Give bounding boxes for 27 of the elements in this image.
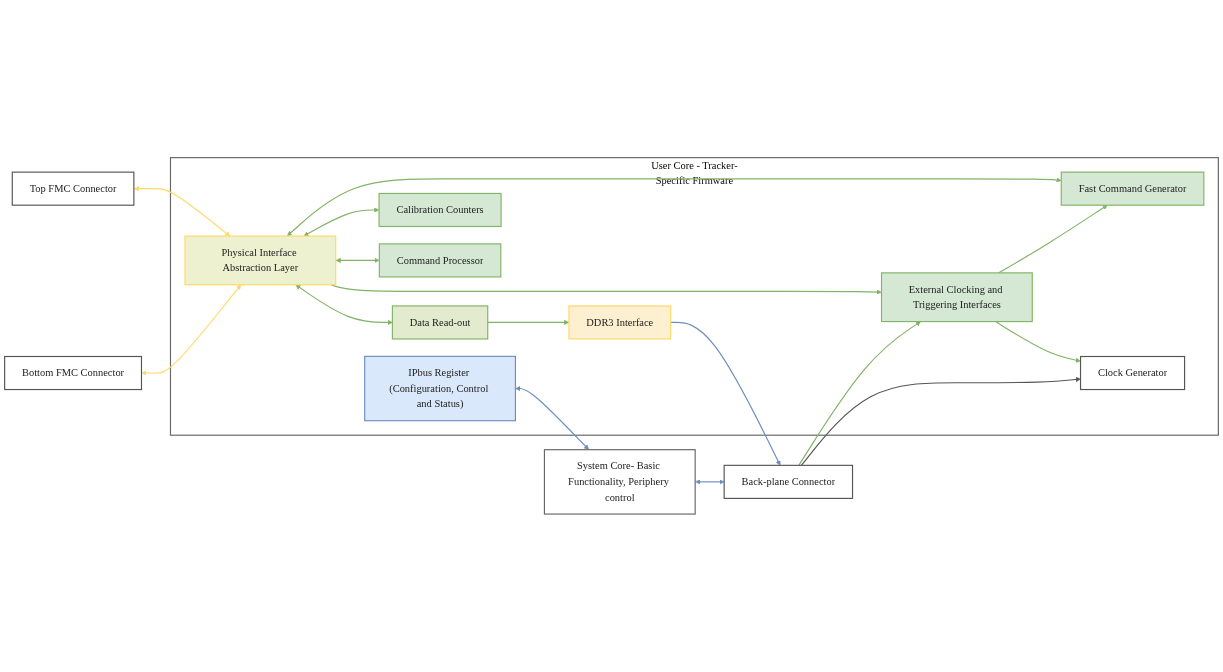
node-box: External Clocking and Triggering Interfaces <box>880 272 1033 323</box>
node-box: Data Read-out <box>391 305 489 340</box>
node-box: DDR3 Interface <box>568 305 672 340</box>
node-box: Fast Command Generator <box>1060 171 1205 206</box>
arrow <box>335 258 380 264</box>
node-box: IPbus Register (Configuration, Control and Status) <box>364 355 517 422</box>
arrow <box>800 377 1081 467</box>
node-box: Bottom FMC Connector <box>4 356 143 391</box>
node-box: Command Processor <box>378 243 502 278</box>
arrow <box>330 284 882 295</box>
arrow <box>141 284 242 376</box>
arrow <box>995 321 1081 363</box>
node-box: Clock Generator <box>1079 356 1186 391</box>
arrow <box>515 386 590 451</box>
arrow <box>670 322 781 466</box>
arrow <box>303 207 380 237</box>
node-box: Back-plane Connector <box>723 464 854 500</box>
arrow <box>287 177 1062 237</box>
node-box: Physical Interface Abstraction Layer <box>184 235 337 286</box>
node-box: Top FMC Connector <box>11 171 135 206</box>
arrow <box>695 479 725 485</box>
node-box: Calibration Counters <box>378 193 502 228</box>
arrow <box>998 205 1108 274</box>
node-box: System Core- Basic Functionality, Periphery control <box>543 449 696 515</box>
arrow <box>295 284 393 326</box>
arrow <box>798 321 921 467</box>
arrow <box>133 186 231 237</box>
